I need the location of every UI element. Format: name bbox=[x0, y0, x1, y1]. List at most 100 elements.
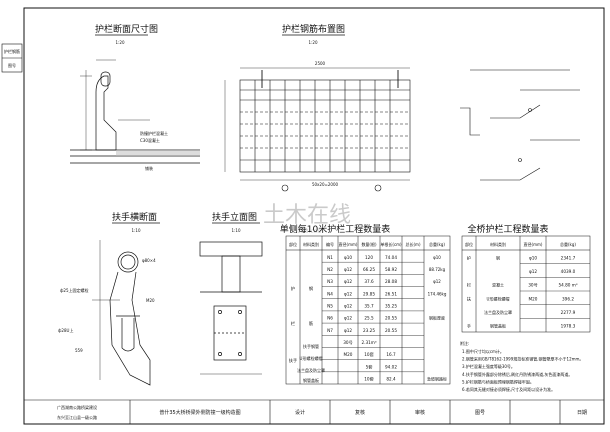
table1-side-1: 护 bbox=[291, 285, 295, 292]
title-drawing-name: 普什35大桥桥梁外侧防撞一级构造图 bbox=[159, 409, 240, 416]
table2-cell: 54.80 m³ bbox=[558, 283, 577, 288]
title-block-grid bbox=[24, 399, 604, 424]
table1-right-cell: φ12 bbox=[433, 279, 441, 284]
table1-mat-4: U形螺栓螺帽 bbox=[300, 355, 323, 361]
table1-cell: N2 bbox=[327, 267, 333, 272]
title-check: 审核 bbox=[415, 409, 425, 416]
section-dim-scale: 1:20 bbox=[116, 40, 125, 45]
dim-bottom-span: 50x20=2000 bbox=[312, 182, 339, 187]
table1-cell: 29.85 bbox=[363, 291, 375, 296]
table1-title: 单侧每10米护栏工程数量表 bbox=[280, 223, 390, 235]
table1-cell: N1 bbox=[327, 255, 333, 260]
title-review: 复核 bbox=[355, 409, 365, 416]
table2-cell: 396.2 bbox=[562, 296, 574, 301]
table1-header: 部位 bbox=[289, 241, 297, 247]
title-design: 设计 bbox=[295, 409, 305, 416]
table1-cell: N5 bbox=[327, 303, 333, 308]
table1-mat-2: 筋 bbox=[309, 320, 313, 327]
table1-cell: φ12 bbox=[344, 279, 352, 284]
sheet-tab-label: 护栏钢筋 bbox=[4, 48, 20, 54]
table1-cell: 94.02 bbox=[385, 364, 397, 369]
title-date: 日期 bbox=[577, 410, 587, 416]
section-note-1: 防撞护栏混凝土 bbox=[140, 130, 168, 136]
table2-grid bbox=[461, 235, 591, 333]
dim-pipe-spec: φ80×4 bbox=[142, 258, 156, 263]
handrail-elevation-scale: 1:10 bbox=[232, 228, 241, 233]
handrail-section-drawing bbox=[92, 240, 151, 386]
sheet-tab-marks: 图号 bbox=[8, 62, 16, 68]
table1-cell: φ12 bbox=[344, 291, 352, 296]
table2-cell: φ10 bbox=[529, 255, 537, 260]
note-item: 6.若同其无缝对接必须焊接,尺寸及间距以设计为准。 bbox=[462, 386, 555, 392]
table1-right-cell: 88.72kg bbox=[429, 267, 446, 272]
table1-cell: N3 bbox=[327, 279, 333, 284]
table1-cell: 25.5 bbox=[364, 316, 374, 321]
table1-cell: 82.4 bbox=[386, 377, 396, 382]
table1-side-3: 扶手 bbox=[289, 357, 297, 364]
table1-cell: 16.7 bbox=[386, 352, 396, 357]
sheet-border bbox=[23, 7, 605, 425]
table2-title: 全桥护栏工程数量表 bbox=[467, 223, 548, 235]
table1-side-2: 栏 bbox=[291, 320, 295, 327]
table1-cell: 58.92 bbox=[385, 267, 397, 272]
table1-cell: 20.55 bbox=[385, 328, 397, 333]
table2-cell: 扶 bbox=[467, 295, 472, 302]
table1-mat-5: 法兰盘及防尘罩 bbox=[297, 367, 325, 373]
table1-mat-1: 钢 bbox=[309, 285, 313, 292]
table2-cell: 1978.3 bbox=[561, 324, 576, 329]
table1-right-cell: 急缆钢路标 bbox=[427, 376, 447, 382]
handrail-section-title: 扶手横断面 bbox=[112, 211, 157, 223]
section-note-2: C30混凝土 bbox=[140, 137, 160, 143]
table1-cell: φ12 bbox=[344, 303, 352, 308]
table2-headers: 部位材料类别直径(mm)总重(kg) bbox=[465, 241, 576, 247]
table1-cell: 35.7 bbox=[364, 303, 374, 308]
rebar-layout-drawing bbox=[224, 70, 411, 192]
table2-header: 部位 bbox=[465, 241, 473, 247]
table2-cell: 手 bbox=[467, 323, 471, 330]
table1-cell: 5套 bbox=[366, 363, 374, 370]
table2-cell: 4039.0 bbox=[561, 269, 576, 274]
table1-cell: 10套 bbox=[364, 376, 374, 383]
table2-cell: 2341.7 bbox=[561, 255, 576, 260]
table1-right-cell: 钢板厚度 bbox=[429, 315, 445, 321]
title-drawing-no: 图号 bbox=[475, 410, 485, 416]
dim-b2: ф28U上 bbox=[58, 327, 73, 333]
table1-cell: 10套 bbox=[364, 351, 374, 358]
table1-cell: φ12 bbox=[344, 328, 352, 333]
notes-list: 1.图中尺寸均以cm计。 2.钢管采用GB/T8162-1999规范标准钢管,钢管… bbox=[462, 348, 583, 392]
table1-mat-3: 扶手钢管 bbox=[303, 343, 319, 349]
dim-b3: ф25上固定螺栓 bbox=[60, 287, 89, 293]
note-item: 1.图中尺寸均以cm计。 bbox=[462, 348, 504, 354]
watermark-main: 土木在线 bbox=[263, 203, 351, 228]
watermark-sub: co188.com bbox=[290, 228, 323, 235]
handrail-elevation-title: 扶手立面图 bbox=[212, 211, 257, 223]
table2-cell: 2277.9 bbox=[561, 310, 576, 315]
table1-header: 数量(根) bbox=[361, 241, 377, 247]
table1-cell: φ12 bbox=[344, 267, 352, 272]
table2-cell: 钢 bbox=[496, 254, 500, 260]
table1-cell: M20 bbox=[344, 352, 353, 357]
table1-cell: 26.51 bbox=[385, 291, 397, 296]
table1-mat-6: 钢管盖板 bbox=[303, 377, 319, 383]
table1-cell: 120 bbox=[365, 255, 373, 260]
handrail-elevation-drawing bbox=[199, 241, 263, 375]
table2-cell: 30号 bbox=[528, 283, 538, 289]
rebar-layout-title: 护栏钢筋布置图 bbox=[282, 23, 345, 35]
table1-right-cell: 174.46kg bbox=[428, 291, 447, 296]
table2-cell: φ12 bbox=[529, 269, 537, 274]
table1-cell: φ10 bbox=[344, 255, 352, 260]
dim-b1: 559 bbox=[75, 348, 83, 353]
table2-cell: 钢管盖板 bbox=[490, 323, 506, 329]
table1-right-cell: φ10 bbox=[433, 255, 441, 260]
note-item: 2.钢管采用GB/T8162-1999规范标准钢管,钢管壁厚不小于12mm。 bbox=[462, 356, 583, 362]
table1-cell: N7 bbox=[327, 328, 333, 333]
table2-cell: M20 bbox=[529, 296, 538, 301]
table2-header: 直径(mm) bbox=[524, 241, 543, 247]
title-org-line2: 东兴至江山县一级公路 bbox=[57, 414, 97, 420]
section-dim-drawing bbox=[70, 59, 200, 164]
table2-cell: 法兰盘及防尘罩 bbox=[484, 309, 512, 315]
